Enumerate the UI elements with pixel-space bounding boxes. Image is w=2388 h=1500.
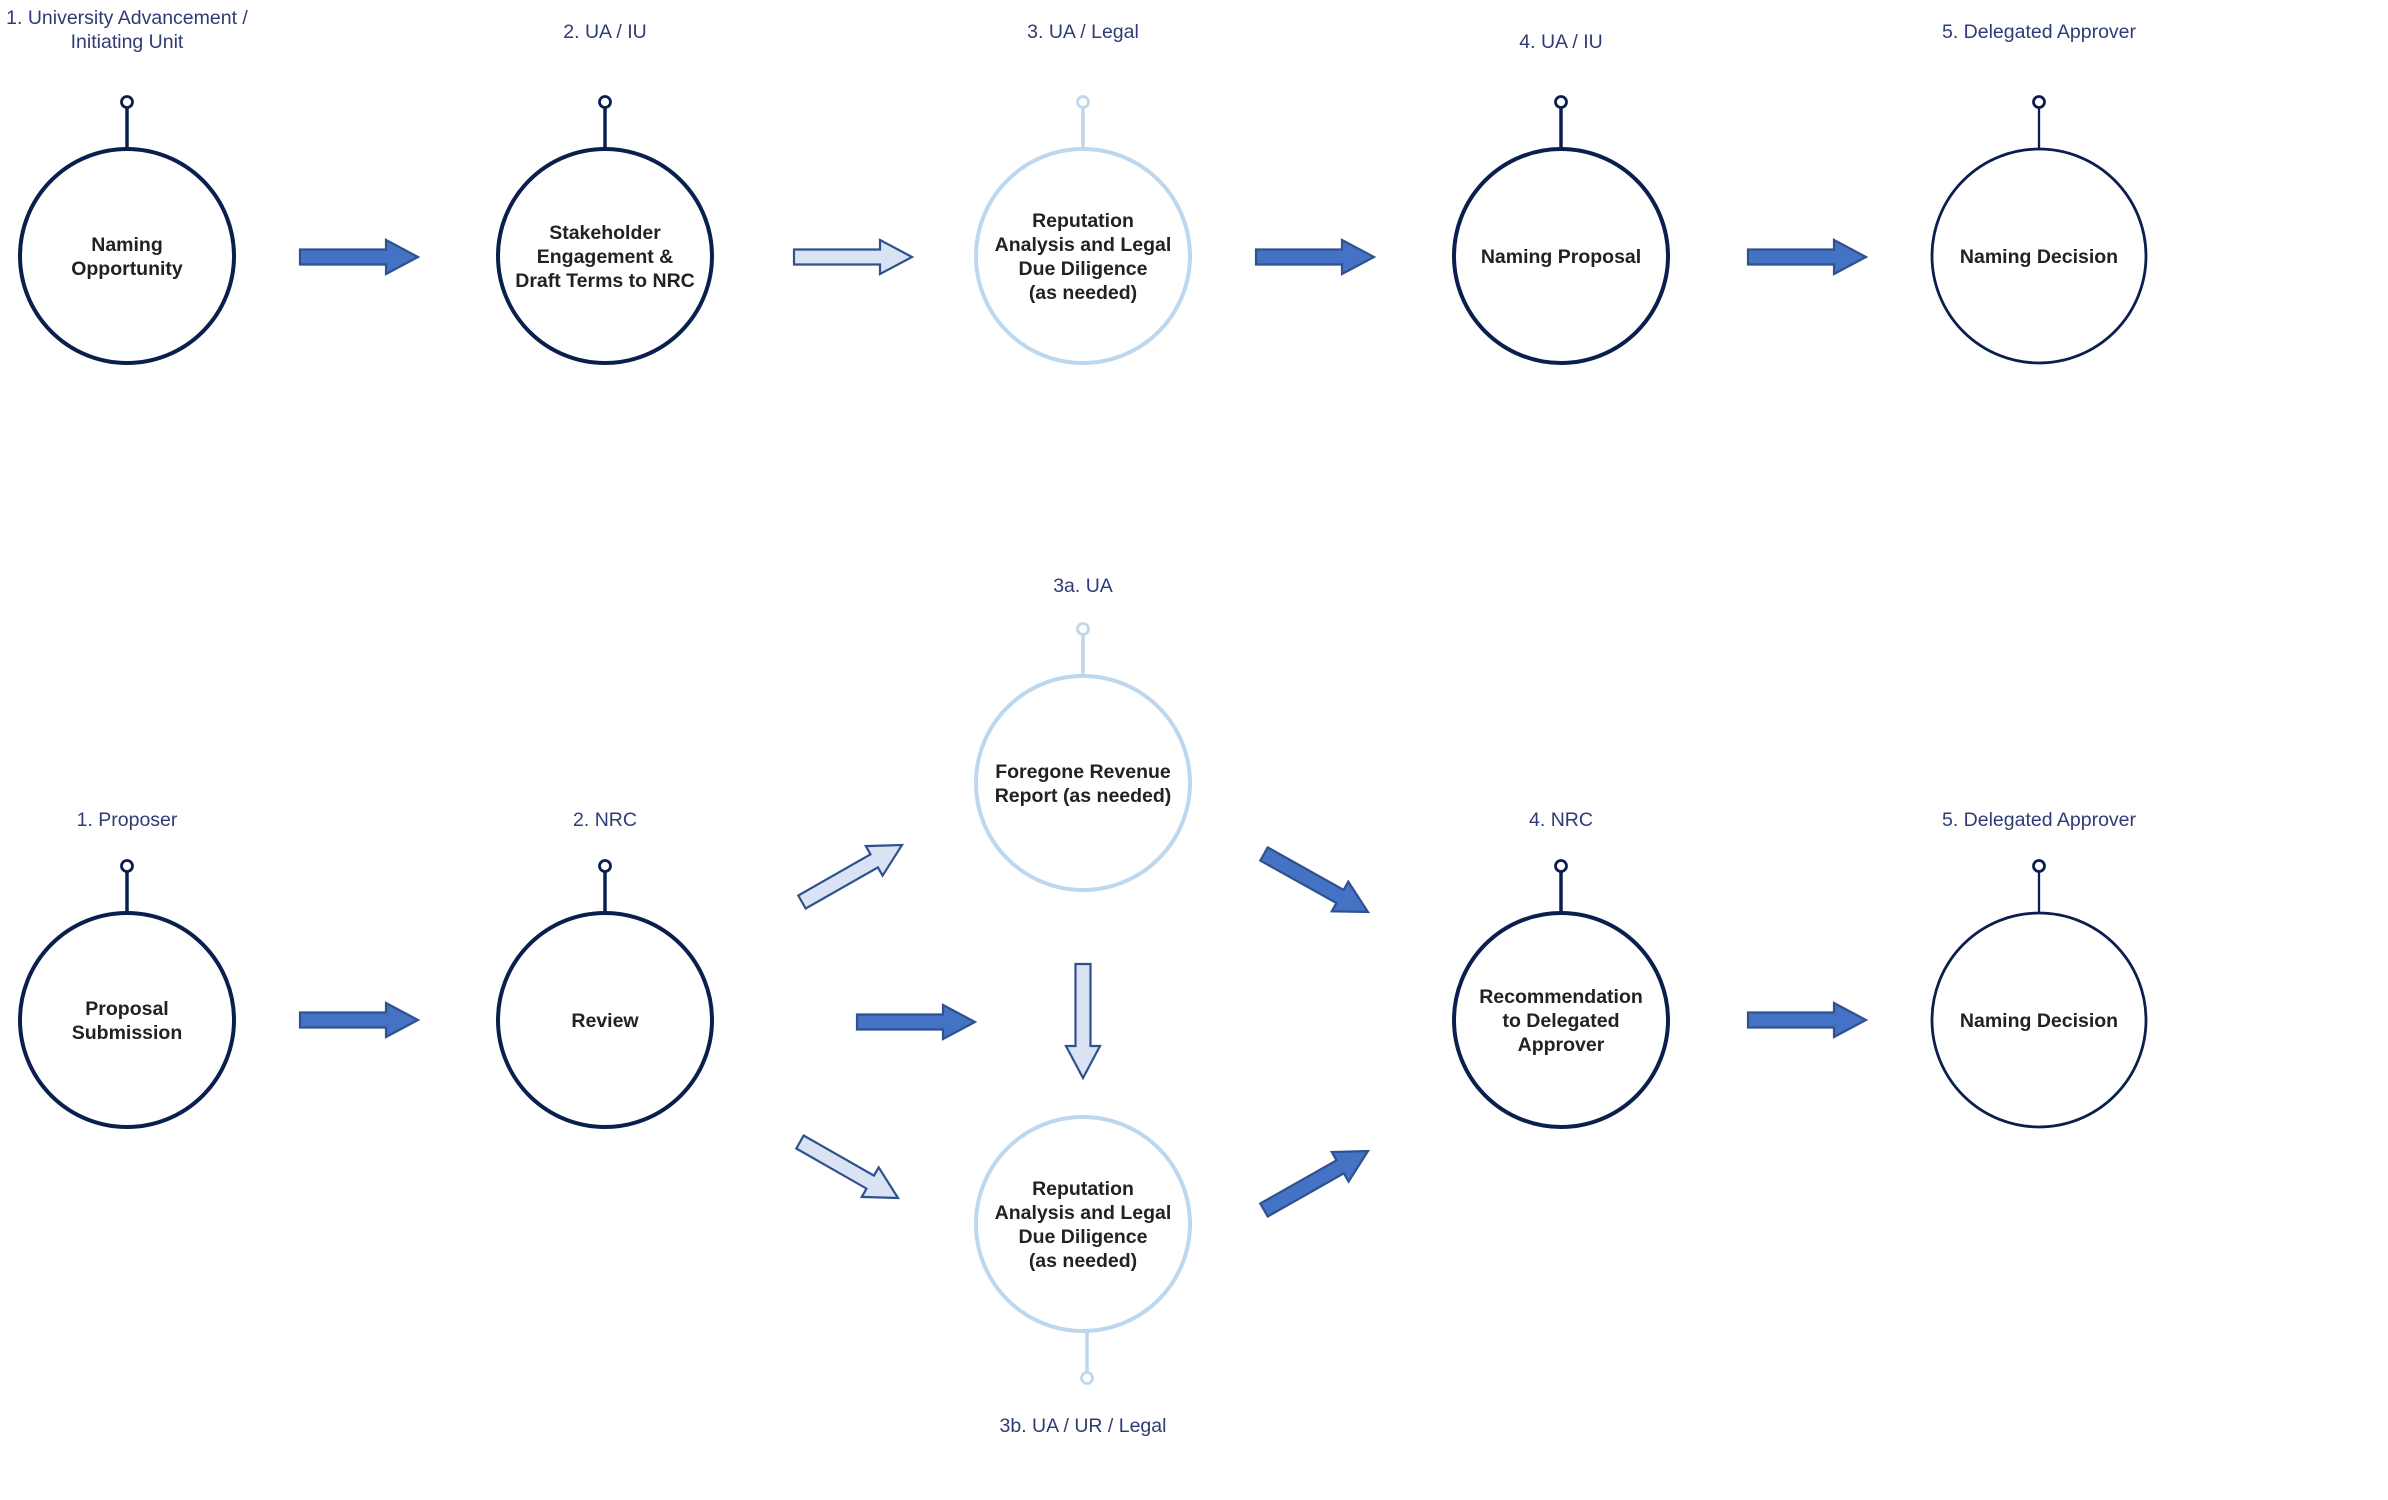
node-label: Review: [571, 1010, 639, 1032]
bottom-arrow-4: [794, 1133, 901, 1200]
top-step-label-2: 2. UA / IU: [563, 21, 646, 43]
bottom-arrow-6: [1258, 845, 1371, 914]
top-step-label-3: 3. UA / Legal: [1027, 21, 1139, 43]
bottom-step-label-4: 4. NRC: [1529, 809, 1593, 831]
connector-pin-head: [120, 859, 134, 873]
top-node-4: Naming Proposal: [1452, 95, 1670, 365]
bottom-arrow-2: [796, 843, 905, 911]
node-circle: [1930, 147, 2148, 365]
node-circle: [18, 147, 236, 365]
top-node-5: Naming Decision: [1930, 95, 2148, 365]
bottom-step-label-3a: 3a. UA: [1053, 575, 1113, 597]
bottom-arrow-3: [855, 1003, 978, 1041]
node-circle: [1930, 911, 2148, 1129]
node-circle: [496, 911, 714, 1129]
connector-pin-head: [2032, 859, 2046, 873]
bottom-node-review: Review: [496, 859, 714, 1129]
connector-pin-head: [120, 95, 134, 109]
bottom-arrow-5: [1064, 962, 1102, 1081]
node-circle: [974, 1115, 1192, 1333]
bottom-arrow-8: [1746, 1001, 1869, 1039]
connector-pin-head: [598, 95, 612, 109]
connector-pin-head: [1076, 95, 1090, 109]
connector-pin-head: [1080, 1371, 1094, 1385]
top-step-label-5: 5. Delegated Approver: [1942, 21, 2137, 43]
node-circle: [974, 147, 1192, 365]
node-circle: [974, 674, 1192, 892]
node-circle: [1452, 911, 1670, 1129]
connector-pin-head: [598, 859, 612, 873]
top-arrow-1: [298, 238, 421, 276]
bottom-node-naming-decision: Naming Decision: [1930, 859, 2148, 1129]
top-step-label-4: 4. UA / IU: [1519, 31, 1602, 53]
top-step-label-1: 1. University Advancement /Initiating Un…: [6, 7, 248, 53]
node-label: Naming Decision: [1960, 1010, 2118, 1032]
bottom-step-label-3b: 3b. UA / UR / Legal: [1000, 1415, 1167, 1437]
node-label: Naming Proposal: [1481, 246, 1641, 268]
bottom-step-label-2: 2. NRC: [573, 809, 637, 831]
connector-pin-head: [2032, 95, 2046, 109]
bottom-arrow-1: [298, 1001, 421, 1039]
node-circle: [18, 911, 236, 1129]
connector-pin-head: [1554, 95, 1568, 109]
connector-pin-head: [1554, 859, 1568, 873]
top-arrow-3: [1254, 238, 1377, 276]
top-arrow-4: [1746, 238, 1869, 276]
bottom-step-label-1: 1. Proposer: [77, 809, 178, 831]
bottom-arrow-7: [1258, 1149, 1371, 1218]
node-label: Naming Decision: [1960, 246, 2118, 268]
node-circle: [1452, 147, 1670, 365]
bottom-step-label-5: 5. Delegated Approver: [1942, 809, 2137, 831]
node-circle: [496, 147, 714, 365]
connector-pin-head: [1076, 622, 1090, 636]
top-arrow-2: [792, 238, 915, 276]
